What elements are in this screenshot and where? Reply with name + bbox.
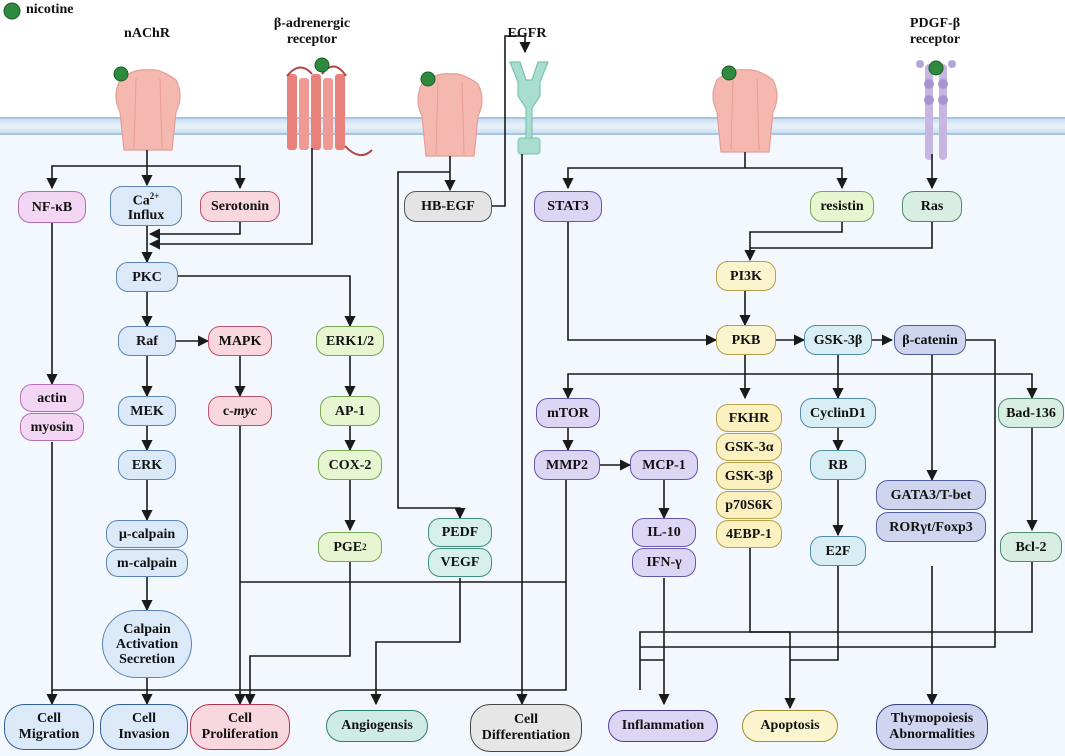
node-gata3: GATA3/T-bet (876, 480, 986, 510)
differentiation-line2: Differentiation (481, 728, 571, 743)
outcome-cell-proliferation: Cell Proliferation (190, 704, 290, 750)
node-ras: Ras (902, 191, 962, 222)
node-rb: RB (810, 450, 866, 480)
nicotine-icon (113, 66, 129, 82)
beta-adrenergic-receptor-icon (286, 57, 373, 157)
node-nfkb: NF-κB (18, 191, 86, 223)
node-beta-catenin: β-catenin (894, 325, 966, 355)
invasion-line2: Invasion (118, 727, 170, 742)
node-gsk3b-target: GSK-3β (716, 462, 782, 490)
node-rorgt: RORγt/Foxp3 (876, 512, 986, 542)
pge-label: PGE (333, 539, 363, 555)
outcome-inflammation: Inflammation (608, 710, 718, 742)
pge-subscript: 2 (362, 541, 367, 552)
node-calpain-activation: Calpain Activation Secretion (102, 610, 192, 678)
thymopoiesis-line2: Abnormalities (889, 727, 975, 742)
pdgf-receptor-icon (916, 60, 956, 160)
proliferation-line2: Proliferation (201, 727, 279, 742)
node-ifng: IFN-γ (632, 548, 696, 577)
calpain-line3: Secretion (119, 651, 175, 667)
node-stat3: STAT3 (534, 191, 602, 222)
node-bad136: Bad-136 (998, 398, 1064, 428)
node-mcp1: MCP-1 (630, 450, 698, 480)
beta-adrenergic-label: β-adrenergic receptor (262, 16, 362, 48)
outcome-cell-invasion: Cell Invasion (100, 704, 188, 750)
node-serotonin: Serotonin (200, 191, 280, 222)
thymopoiesis-line1: Thymopoiesis (890, 711, 974, 726)
node-4ebp1: 4EBP-1 (716, 520, 782, 548)
differentiation-line1: Cell (513, 712, 539, 727)
calpain-line2: Activation (115, 636, 179, 652)
node-gsk3a: GSK-3α (716, 433, 782, 461)
outcome-cell-migration: Cell Migration (4, 704, 94, 750)
node-mek: MEK (118, 396, 176, 426)
node-pedf: PEDF (428, 518, 492, 547)
node-erk: ERK (118, 450, 176, 480)
node-hb-egf: HB-EGF (404, 191, 492, 222)
beta-adrenergic-label-line1: β-adrenergic (273, 16, 351, 31)
ca-label: Ca2+ (132, 190, 160, 209)
node-mcalpain: m-calpain (106, 549, 188, 577)
calpain-line1: Calpain (123, 621, 171, 637)
nicotine-icon (314, 57, 330, 73)
nicotine-icon (420, 71, 436, 87)
node-fkhr: FKHR (716, 404, 782, 432)
migration-line2: Migration (18, 727, 80, 742)
node-p70s6k: p70S6K (716, 491, 782, 519)
pdgf-label-line2: receptor (909, 32, 961, 47)
nachr-receptor-icon (417, 71, 483, 157)
influx-label: Influx (127, 208, 165, 224)
node-cmyc: c-myc (208, 396, 272, 426)
node-mtor: mTOR (536, 398, 600, 428)
egfr-receptor-icon (509, 61, 549, 155)
outcome-apoptosis: Apoptosis (742, 710, 838, 742)
node-resistin: resistin (810, 191, 874, 222)
outcome-angiogensis: Angiogensis (326, 710, 428, 742)
node-ap1: AP-1 (320, 396, 380, 426)
node-il10: IL-10 (632, 518, 696, 547)
nicotine-icon (721, 65, 737, 81)
node-actin: actin (20, 384, 84, 412)
pdgf-label: PDGF-β receptor (890, 16, 980, 48)
migration-line1: Cell (36, 711, 62, 726)
legend-nicotine-icon (3, 2, 21, 20)
cmyc-prefix: c- (222, 403, 234, 419)
node-ucalpain: µ-calpain (106, 520, 188, 548)
outcome-thymopoiesis-abnormalities: Thymopoiesis Abnormalities (876, 704, 988, 750)
node-vegf: VEGF (428, 548, 492, 577)
nachr-receptor-icon (113, 66, 181, 151)
invasion-line1: Cell (131, 711, 157, 726)
node-cyclind1: CyclinD1 (800, 398, 876, 428)
nachr-receptor-icon (712, 65, 778, 153)
egfr-label: EGFR (507, 26, 547, 41)
pdgf-label-line1: PDGF-β (909, 16, 961, 31)
node-raf: Raf (118, 326, 176, 356)
node-myosin: myosin (20, 413, 84, 441)
node-gsk3b: GSK-3β (804, 325, 872, 355)
node-ca-influx: Ca2+ Influx (110, 186, 182, 226)
node-mmp2: MMP2 (534, 450, 600, 480)
node-mapk: MAPK (208, 326, 272, 356)
node-e2f: E2F (810, 536, 866, 566)
node-erk12: ERK1/2 (316, 326, 384, 356)
cmyc-italic: myc (233, 403, 258, 419)
node-pkc: PKC (116, 262, 178, 292)
outcome-cell-differentiation: Cell Differentiation (470, 704, 582, 752)
proliferation-line1: Cell (227, 711, 253, 726)
node-pkb: PKB (716, 325, 776, 355)
nicotine-icon (928, 60, 944, 76)
legend-nicotine-label: nicotine (26, 2, 74, 17)
node-cox2: COX-2 (318, 450, 382, 480)
node-bcl2: Bcl-2 (1000, 532, 1062, 562)
nachr-label: nAChR (124, 26, 170, 41)
beta-adrenergic-label-line2: receptor (286, 32, 338, 47)
node-pi3k: PI3K (716, 261, 776, 291)
